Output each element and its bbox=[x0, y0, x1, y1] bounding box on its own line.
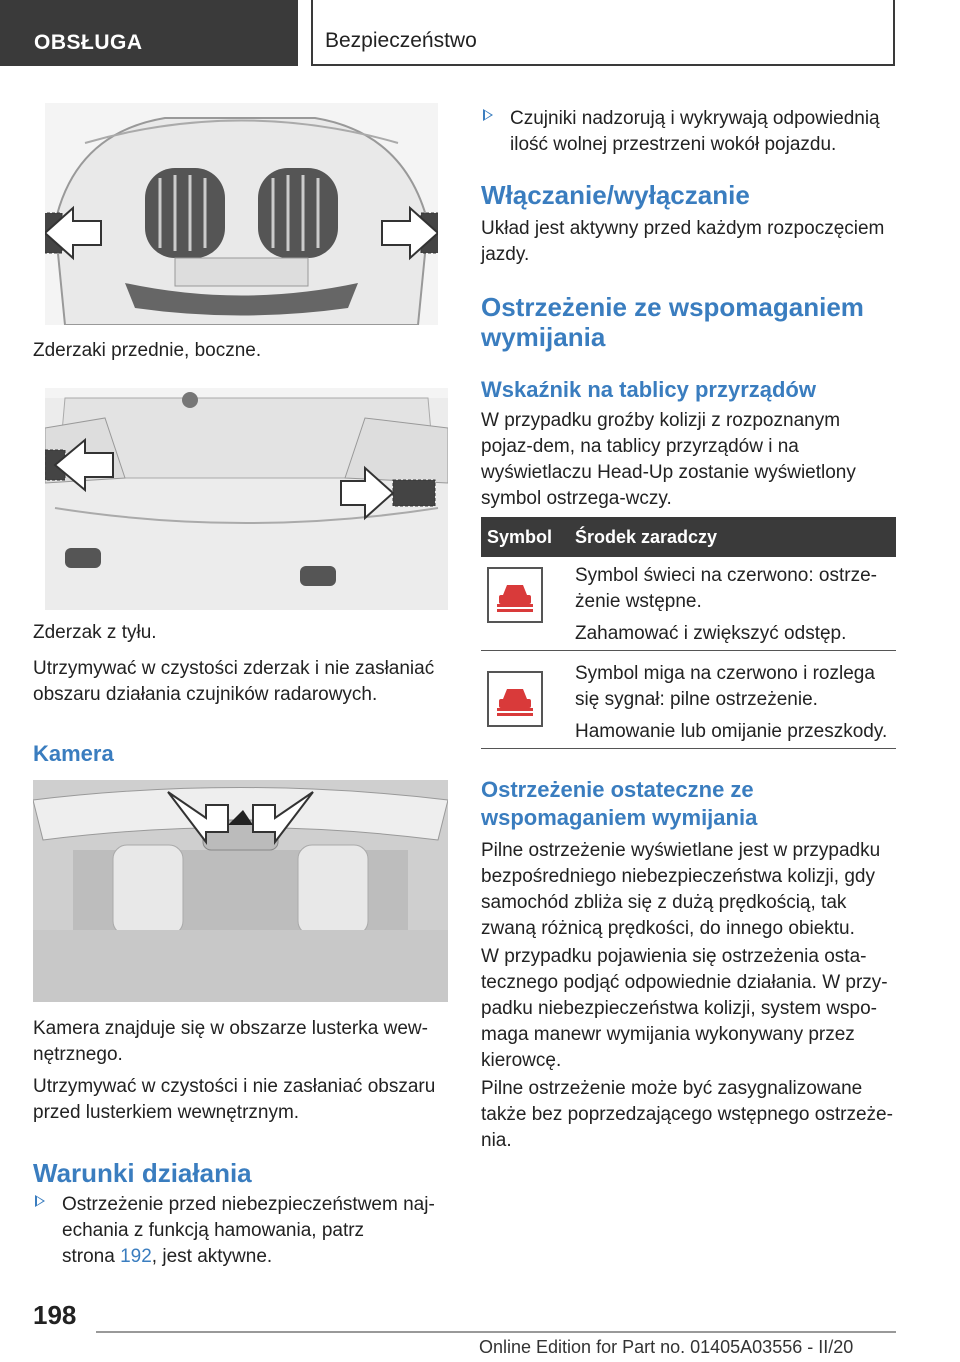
table-header: Symbol Środek zaradczy bbox=[481, 517, 896, 557]
final-warning-p3: Pilne ostrzeżenie może być zasygnalizowa… bbox=[481, 1078, 893, 1151]
sensors-bullet: Czujniki nadzorują i wykrywają odpowiedn… bbox=[481, 106, 896, 158]
chapter-title: Bezpieczeństwo bbox=[325, 29, 477, 52]
table-row: Symbol świeci na czerwono: ostrze-żenie … bbox=[481, 557, 896, 651]
col-symbol-header: Symbol bbox=[487, 527, 553, 547]
warning-symbol-table: Symbol Środek zaradczy Symbol świeci na … bbox=[481, 517, 896, 749]
camera-keep-clean-text: Utrzymywać w czystości i nie zasłaniać o… bbox=[33, 1076, 436, 1123]
condition-bullet: Ostrzeżenie przed niebezpieczeństwem naj… bbox=[33, 1192, 449, 1270]
final-warning-p1: Pilne ostrzeżenie wyświetlane jest w prz… bbox=[481, 840, 881, 939]
bullet-triangle-icon bbox=[35, 1195, 45, 1207]
sensors-text: Czujniki nadzorują i wykrywają odpowiedn… bbox=[510, 108, 880, 155]
rear-bumper-image bbox=[45, 388, 448, 610]
row-2-line-1: Symbol miga na czerwono i rozlega się sy… bbox=[575, 663, 875, 710]
final-warning-heading: Ostrzeżenie ostateczne ze wspomaganiem w… bbox=[481, 777, 758, 830]
car-warning-icon bbox=[487, 671, 543, 727]
edition-footer: Online Edition for Part no. 01405A03556 … bbox=[479, 1337, 854, 1357]
front-bumper-image bbox=[45, 103, 438, 325]
rear-keep-clean-text: Utrzymywać w czystości zderzak i nie zas… bbox=[33, 658, 435, 705]
final-warning-p2: W przypadku pojawienia się ostrzeżenia o… bbox=[481, 946, 888, 1071]
chapter-tab: Bezpieczeństwo bbox=[311, 0, 895, 66]
front-bumper-caption: Zderzaki przednie, boczne. bbox=[33, 340, 262, 361]
table-row: Symbol miga na czerwono i rozlega się sy… bbox=[481, 651, 896, 749]
indicator-text: W przypadku groźby kolizji z rozpoznanym… bbox=[481, 410, 856, 509]
section-tab: OBSŁUGA bbox=[0, 0, 298, 66]
row-2-line-2: Hamowanie lub omijanie przeszkody. bbox=[575, 721, 888, 742]
car-warning-icon bbox=[487, 567, 543, 623]
condition-text: Ostrzeżenie przed niebezpieczeństwem naj… bbox=[62, 1194, 435, 1241]
conditions-heading: Warunki działania bbox=[33, 1158, 252, 1188]
page-reference-link[interactable]: 192 bbox=[120, 1246, 152, 1267]
camera-caption: Kamera znajduje się w obszarze lusterka … bbox=[33, 1018, 428, 1065]
section-label: OBSŁUGA bbox=[34, 31, 143, 54]
row-1-line-1: Symbol świeci na czerwono: ostrze-żenie … bbox=[575, 565, 877, 612]
bullet-triangle-icon bbox=[483, 109, 493, 121]
rear-bumper-caption: Zderzak z tyłu. bbox=[33, 622, 157, 643]
footer-divider bbox=[96, 1331, 896, 1333]
page-number: 198 bbox=[33, 1300, 77, 1330]
condition-page-prefix: strona bbox=[62, 1246, 121, 1267]
camera-image bbox=[33, 780, 448, 1002]
row-1-line-2: Zahamować i zwiększyć odstęp. bbox=[575, 623, 847, 644]
col-action-header: Środek zaradczy bbox=[575, 527, 718, 547]
warning-heading: Ostrzeżenie ze wspomaganiem wymijania bbox=[481, 292, 864, 352]
camera-heading: Kamera bbox=[33, 741, 114, 766]
indicator-heading: Wskaźnik na tablicy przyrządów bbox=[481, 377, 816, 402]
onoff-text: Układ jest aktywny przed każdym rozpoczę… bbox=[481, 218, 885, 265]
onoff-heading: Włączanie/wyłączanie bbox=[481, 180, 750, 210]
condition-suffix: , jest aktywne. bbox=[151, 1246, 273, 1267]
